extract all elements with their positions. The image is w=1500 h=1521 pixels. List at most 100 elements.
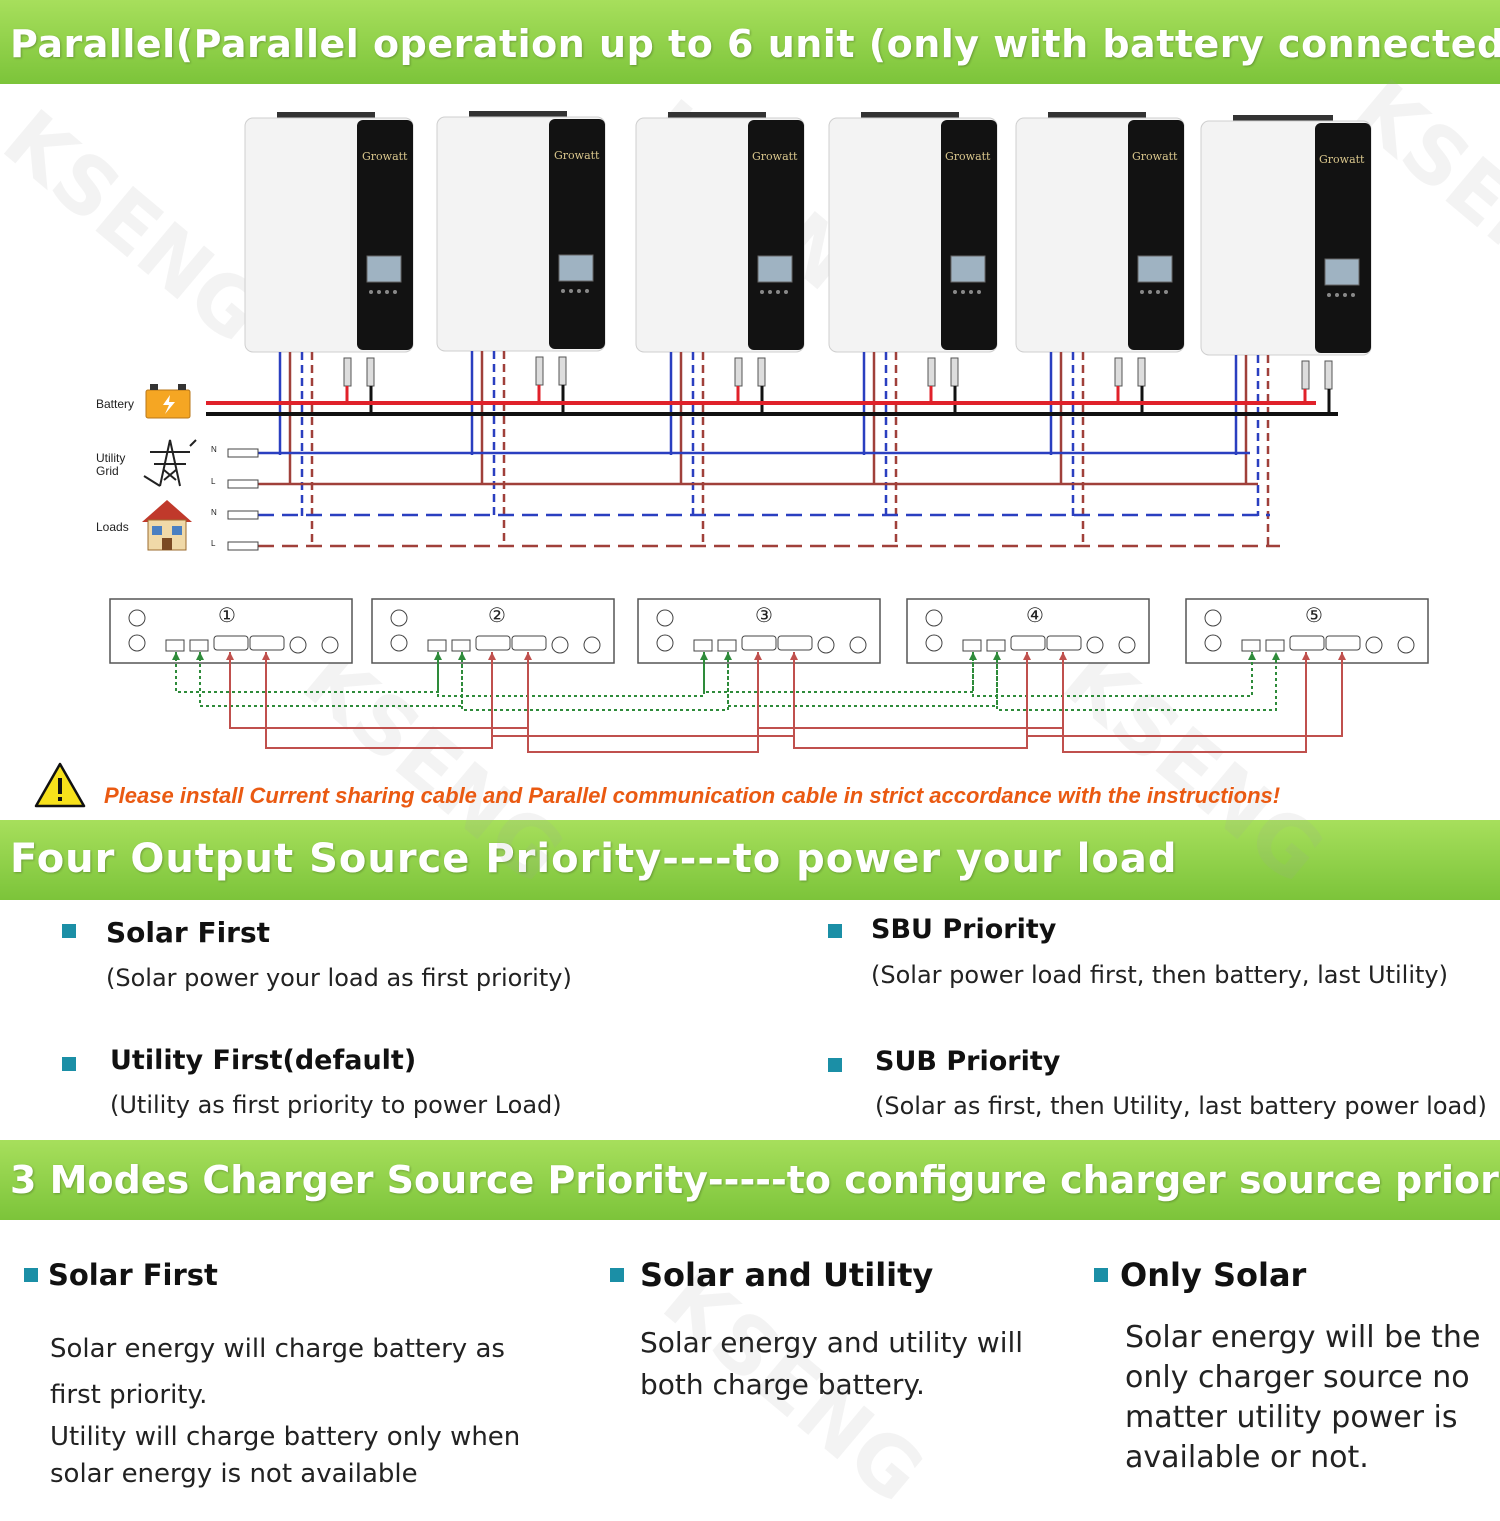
inverter-brand-logo: Growatt [362,150,408,163]
comm-port [1010,635,1046,651]
current-sharing-cable [996,652,1277,711]
panel-button [1335,293,1339,297]
panel-button [977,290,981,294]
dc-connector [343,357,352,387]
inverter-top-bracket [1048,112,1146,118]
parallel-cables [172,652,1346,753]
cable-arrow [1272,652,1280,660]
inverter-units [244,111,1372,356]
priority-description: (Utility as first priority to power Load… [110,1091,562,1119]
comm-port [511,635,547,651]
panel-button [385,290,389,294]
utility-grid-label: Utility Grid [96,451,126,479]
comm-port [1046,635,1082,651]
terminal-block [227,448,259,458]
board-screw [849,636,867,654]
charger-priority-header-band: 3 Modes Charger Source Priority-----to c… [0,1140,1500,1220]
current-sharing-port [189,639,209,652]
board-screw [1365,636,1383,654]
panel-button [393,290,397,294]
panel-button [585,289,589,293]
cable-arrow [172,652,180,660]
dc-connector [535,356,544,386]
inverter-brand-logo: Growatt [1132,150,1178,163]
board-screw [390,634,408,652]
board-screw [656,609,674,627]
panel-button [577,289,581,293]
comm-port [249,635,285,651]
board-screw [551,636,569,654]
inverter-top-bracket [668,112,766,118]
installation-warning: Please install Current sharing cable and… [104,783,1281,808]
lcd-screen [366,255,402,283]
priority-description: (Solar power your load as first priority… [106,964,572,992]
current-sharing-port [165,639,185,652]
utility-n-label: N [211,445,217,454]
current-sharing-port [986,639,1006,652]
cable-arrow [754,652,762,660]
panel-button [1140,290,1144,294]
panel-button [1164,290,1168,294]
panel-button [784,290,788,294]
mode-description-line: Solar energy will charge battery as [50,1334,505,1364]
board-screw [1204,609,1222,627]
inverter-top-bracket [1233,115,1333,121]
panel-button [961,290,965,294]
priority-title: Solar First [106,916,271,949]
panel-button [1351,293,1355,297]
cable-arrow [262,652,270,660]
parallel-communication-cable [265,652,493,749]
comm-port [777,635,813,651]
cable-arrow [524,652,532,660]
board-screw [289,636,307,654]
cable-arrow [790,652,798,660]
unit-number: ④ [1026,605,1044,627]
current-sharing-port [693,639,713,652]
inverter-top-bracket [277,112,375,118]
mode-description-line: available or not. [1125,1440,1369,1475]
loads-l-label: L [211,539,216,548]
board-screw [817,636,835,654]
lcd-screen [757,255,793,283]
house-icon [142,500,192,551]
battery-icon [145,384,191,419]
bullet-icon [1094,1268,1108,1282]
dc-connector [558,356,567,386]
board-screw [390,609,408,627]
cable-arrow [226,652,234,660]
dc-connector [734,357,743,387]
inverter-brand-logo: Growatt [1319,153,1365,166]
mode-description-line: Utility will charge battery only when [50,1422,521,1452]
bullet-icon [610,1268,624,1282]
legend-icons [142,384,197,551]
inverter-brand-logo: Growatt [554,149,600,162]
priority-description: (Solar as first, then Utility, last batt… [875,1092,1487,1120]
priority-title: SBU Priority [871,914,1057,945]
board-screw [925,634,943,652]
unit-number: ⑤ [1305,605,1323,627]
lcd-screen [950,255,986,283]
dc-connector [1324,360,1333,390]
cable-arrow [969,652,977,660]
output-priority-header-band: Four Output Source Priority----to power … [0,820,1500,900]
board-screw [1397,636,1415,654]
inverter-top-bracket [861,112,959,118]
priority-title: SUB Priority [875,1046,1061,1077]
priority-title: Utility First(default) [110,1045,417,1076]
current-sharing-port [1265,639,1285,652]
board-screw [1118,636,1136,654]
panel-button [768,290,772,294]
panel-button [969,290,973,294]
output-priority-title: Four Output Source Priority----to power … [10,836,1178,882]
parallel-boards [109,598,1429,664]
mode-description: Solar energy and utility will both charg… [640,1322,1023,1406]
cable-arrow [434,652,442,660]
panel-button [953,290,957,294]
panel-button [1156,290,1160,294]
mode-description-line: only charger source no [1125,1360,1470,1395]
current-sharing-port [962,639,982,652]
board-screw [1204,634,1222,652]
parallel-wiring-diagram [34,111,1429,808]
current-sharing-cable [972,652,1253,697]
dc-connector [757,357,766,387]
